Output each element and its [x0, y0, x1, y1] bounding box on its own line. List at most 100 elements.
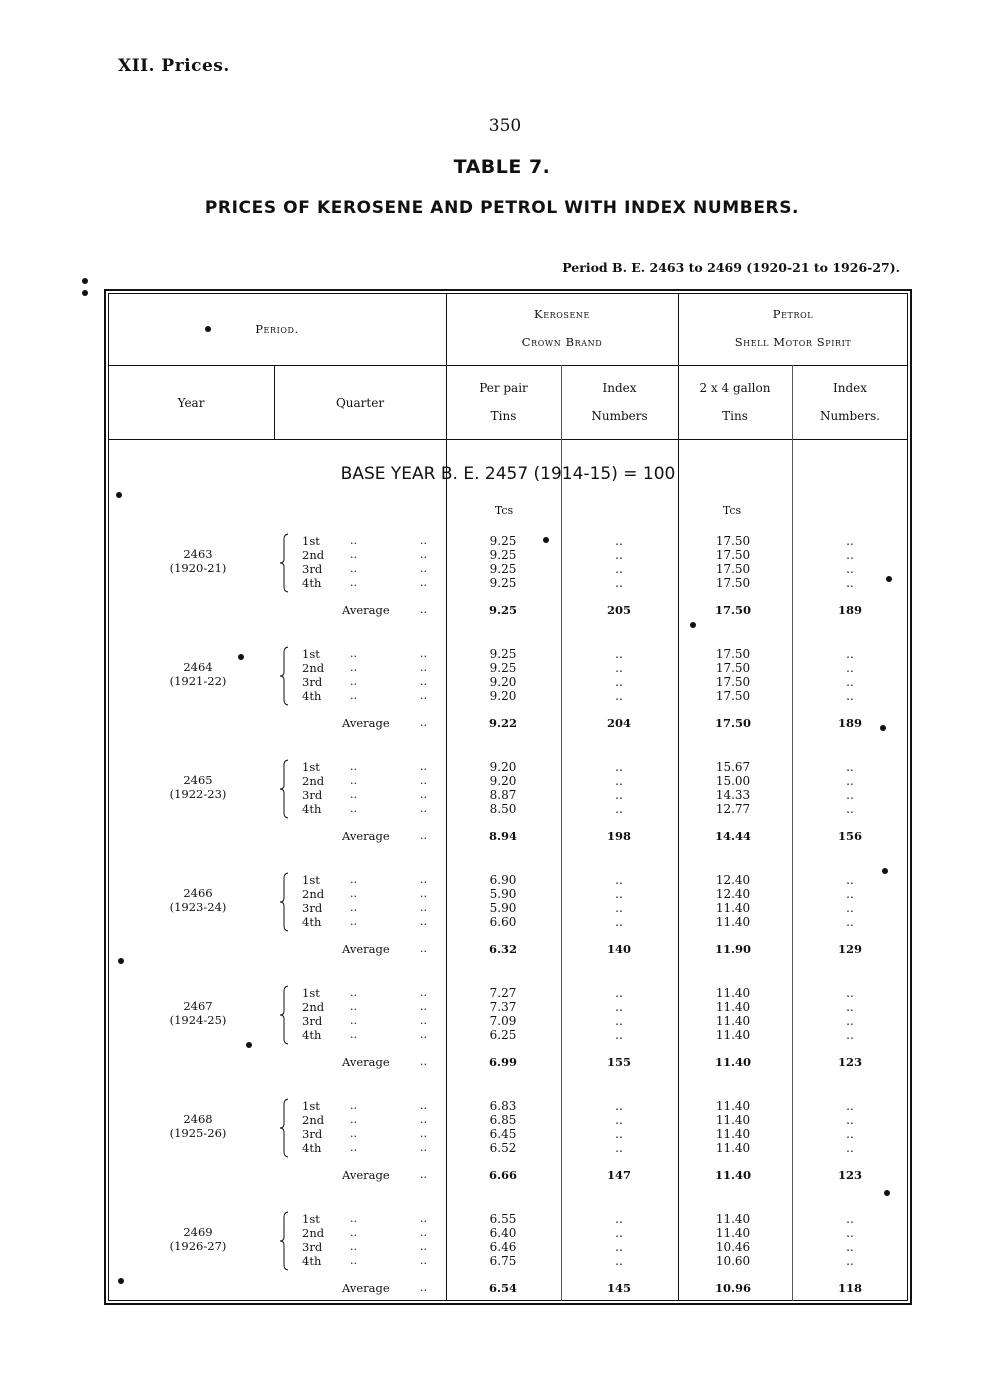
kerosene-index: ..	[615, 1028, 623, 1042]
brace-icon	[280, 533, 288, 593]
leader-dots: ..	[420, 1281, 427, 1294]
kerosene-price: 6.40	[489, 1226, 517, 1240]
brace-icon	[280, 985, 288, 1045]
petrol-average: 11.90	[714, 942, 751, 956]
kerosene-index: ..	[615, 1127, 623, 1141]
quarter-1-label: 1st	[302, 534, 320, 548]
leader-dots: ..	[350, 986, 357, 999]
petrol-index: ..	[846, 986, 854, 1000]
kerosene-index: ..	[615, 760, 623, 774]
leader-dots: ..	[350, 1141, 357, 1154]
quarter-4-label: 4th	[302, 802, 322, 816]
quarter-2-label: 2nd	[302, 661, 325, 675]
leader-dots: ..	[350, 661, 357, 674]
leader-dots: ..	[350, 802, 357, 815]
year-span: (1921-22)	[169, 674, 227, 688]
unit-kerosene: Tcs	[494, 504, 514, 517]
quarter-3-label: 3rd	[302, 675, 323, 689]
leader-dots: ..	[420, 576, 427, 589]
leader-dots: ..	[420, 1099, 427, 1112]
average-label: Average	[342, 603, 390, 617]
leader-dots: ..	[350, 1127, 357, 1140]
petrol-index: ..	[846, 802, 854, 816]
quarter-2-label: 2nd	[302, 774, 325, 788]
quarter-1-label: 1st	[302, 647, 320, 661]
table-number: TABLE 7.	[453, 156, 551, 178]
year-value: 2468	[183, 1112, 213, 1126]
table-frame-inner	[108, 293, 908, 1301]
kerosene-average: 8.94	[488, 829, 517, 843]
quarter-4-label: 4th	[302, 1254, 322, 1268]
kerosene-index: ..	[615, 774, 623, 788]
leader-dots: ..	[420, 1168, 427, 1181]
quarter-3-label: 3rd	[302, 1014, 323, 1028]
kerosene-price: 9.25	[489, 534, 517, 548]
petrol-average-index: 118	[837, 1281, 862, 1295]
header-kero-index-1: Index	[602, 381, 637, 395]
leader-dots: ..	[420, 647, 427, 660]
quarter-1-label: 1st	[302, 873, 320, 887]
petrol-average: 17.50	[714, 716, 751, 730]
petrol-price: 15.00	[715, 774, 751, 788]
kerosene-average: 9.22	[488, 716, 517, 730]
kerosene-index: ..	[615, 1113, 623, 1127]
kerosene-price: 6.83	[489, 1099, 517, 1113]
leader-dots: ..	[420, 915, 427, 928]
petrol-index: ..	[846, 788, 854, 802]
year-value: 2465	[183, 773, 213, 787]
scan-speck	[82, 290, 88, 296]
year-value: 2467	[183, 999, 213, 1013]
kerosene-average: 6.66	[488, 1168, 517, 1182]
kerosene-price: 6.45	[489, 1127, 517, 1141]
petrol-average: 14.44	[714, 829, 751, 843]
leader-dots: ..	[350, 774, 357, 787]
kerosene-index: ..	[615, 986, 623, 1000]
kerosene-index: ..	[615, 1240, 623, 1254]
leader-dots: ..	[350, 562, 357, 575]
table-title: PRICES OF KEROSENE AND PETROL WITH INDEX…	[204, 198, 800, 218]
petrol-price: 17.50	[715, 548, 751, 562]
col-rule-period	[446, 293, 447, 1301]
kerosene-index: ..	[615, 1141, 623, 1155]
quarter-4-label: 4th	[302, 1141, 322, 1155]
kerosene-price: 8.87	[489, 788, 517, 802]
petrol-price: 17.50	[715, 647, 751, 661]
petrol-average: 17.50	[714, 603, 751, 617]
petrol-price: 11.40	[715, 1226, 751, 1240]
scan-speck	[882, 868, 888, 874]
petrol-price: 11.40	[715, 1113, 751, 1127]
col-rule-petrol-index	[792, 365, 793, 1301]
petrol-index: ..	[846, 873, 854, 887]
quarter-4-label: 4th	[302, 1028, 322, 1042]
kerosene-price: 9.25	[489, 647, 517, 661]
petrol-price: 11.40	[715, 915, 751, 929]
leader-dots: ..	[420, 661, 427, 674]
kerosene-index: ..	[615, 1254, 623, 1268]
petrol-price: 12.77	[715, 802, 751, 816]
kerosene-average-index: 147	[606, 1168, 631, 1182]
petrol-index: ..	[846, 534, 854, 548]
petrol-average: 10.96	[714, 1281, 751, 1295]
petrol-price: 12.40	[715, 873, 751, 887]
quarter-4-label: 4th	[302, 689, 322, 703]
scan-speck	[118, 1278, 124, 1284]
header-petrol-index-2: Numbers.	[819, 409, 881, 423]
kerosene-index: ..	[615, 661, 623, 675]
kerosene-index: ..	[615, 802, 623, 816]
col-rule-petrol	[678, 293, 679, 1301]
kerosene-price: 5.90	[489, 901, 517, 915]
leader-dots: ..	[420, 1254, 427, 1267]
header-period: Period.	[255, 322, 299, 336]
petrol-index: ..	[846, 689, 854, 703]
leader-dots: ..	[350, 1014, 357, 1027]
header-rule-2	[108, 439, 908, 440]
kerosene-average-index: 205	[606, 603, 631, 617]
kerosene-index: ..	[615, 1226, 623, 1240]
leader-dots: ..	[420, 603, 427, 616]
col-rule-year	[274, 365, 275, 439]
leader-dots: ..	[350, 647, 357, 660]
quarter-2-label: 2nd	[302, 548, 325, 562]
petrol-price: 14.33	[715, 788, 751, 802]
kerosene-average-index: 155	[606, 1055, 631, 1069]
kerosene-price: 6.90	[489, 873, 517, 887]
